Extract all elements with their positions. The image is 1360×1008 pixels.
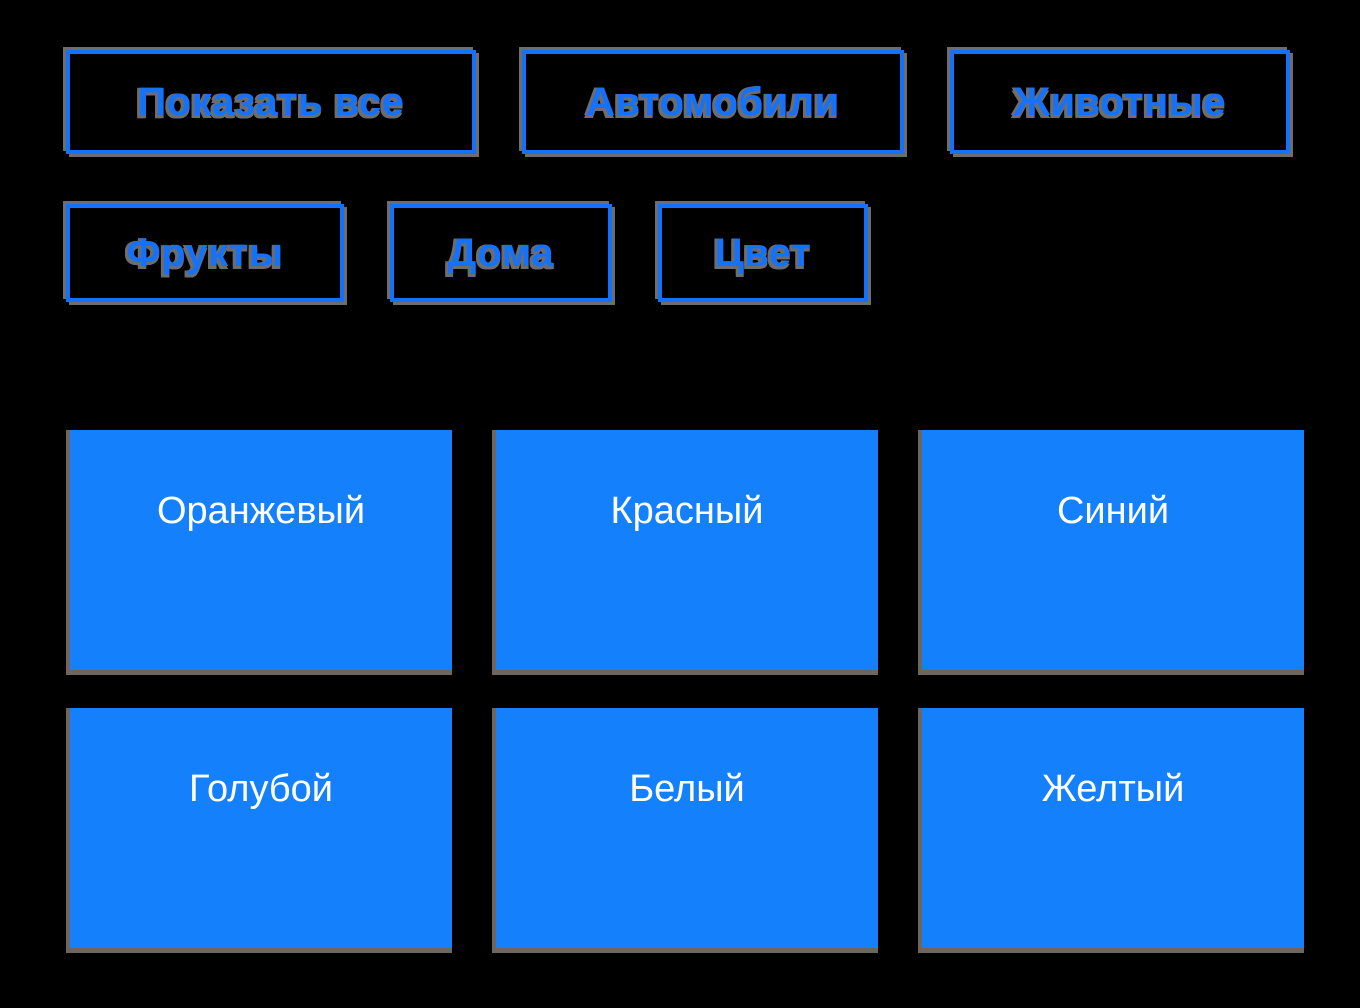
color-card-label: Белый (629, 768, 745, 810)
color-card-label: Желтый (1041, 768, 1185, 810)
filter-row-2: Фрукты Дома Цвет (66, 204, 1316, 302)
filter-animals-button[interactable]: Животные (950, 50, 1290, 154)
filter-fruits-label: Фрукты (126, 230, 284, 275)
color-card-lightblue[interactable]: Голубой (66, 708, 452, 948)
filter-fruits-button[interactable]: Фрукты (66, 204, 344, 302)
color-card-yellow[interactable]: Желтый (918, 708, 1304, 948)
color-card-white[interactable]: Белый (492, 708, 878, 948)
color-card-orange[interactable]: Оранжевый (66, 430, 452, 670)
color-card-blue[interactable]: Синий (918, 430, 1304, 670)
filter-row-1: Показать все Автомобили Животные (66, 50, 1316, 154)
filter-animals-label: Животные (1013, 79, 1227, 124)
color-card-label: Оранжевый (156, 490, 366, 532)
color-card-grid: Оранжевый Красный Синий Голубой Белый Же… (66, 430, 1304, 948)
color-card-label: Синий (1056, 490, 1170, 532)
filter-cars-label: Автомобили (586, 79, 840, 124)
color-card-label: Красный (610, 490, 764, 532)
filter-houses-label: Дома (447, 230, 555, 275)
filter-bar: Показать все Автомобили Животные Фрукты … (66, 50, 1316, 302)
filter-show-all-button[interactable]: Показать все (66, 50, 476, 154)
color-card-red[interactable]: Красный (492, 430, 878, 670)
filter-color-button[interactable]: Цвет (658, 204, 868, 302)
filter-houses-button[interactable]: Дома (390, 204, 612, 302)
filter-show-all-label: Показать все (137, 79, 405, 124)
filter-color-label: Цвет (714, 230, 812, 275)
color-card-label: Голубой (188, 768, 334, 810)
filter-cars-button[interactable]: Автомобили (522, 50, 904, 154)
